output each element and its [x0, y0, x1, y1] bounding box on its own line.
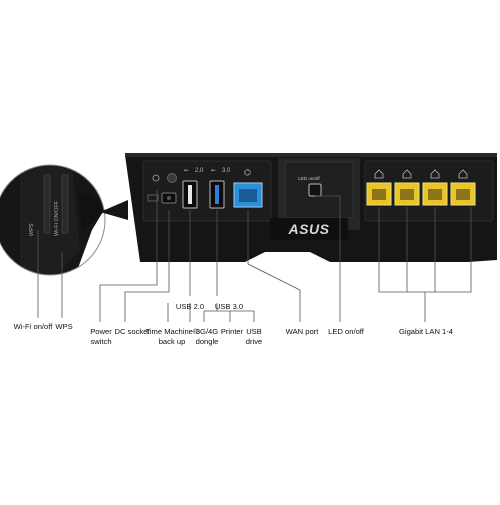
- power-icon: [152, 174, 160, 182]
- side-marking-wifi: Wi-Fi ON/OFF: [54, 200, 60, 236]
- dc-socket-label: DC socket: [114, 327, 150, 336]
- power-switch[interactable]: [167, 173, 177, 183]
- lan-port-2-opening: [400, 189, 414, 200]
- wps-label: WPS: [55, 322, 73, 331]
- wan-port-opening: [239, 189, 257, 202]
- time-machine-label-line1: Time Machine®: [145, 327, 199, 336]
- usb-drive-label-line2: drive: [245, 337, 263, 346]
- wps-button[interactable]: [61, 174, 69, 234]
- home-icon: [402, 169, 412, 179]
- lan-ports: [366, 182, 476, 206]
- led-panel-marking: LED on/off: [298, 176, 320, 181]
- home-icon: [430, 169, 440, 179]
- dc-label-mark: [147, 194, 159, 202]
- logo-plate: [270, 218, 348, 240]
- led-onoff-label: LED on/off: [328, 327, 364, 336]
- time-machine-label-line2: back up: [158, 337, 186, 346]
- lan-port-4-opening: [456, 189, 470, 200]
- side-marking-wps: WPS: [29, 223, 35, 236]
- dongle-label-line2: dongle: [195, 337, 219, 346]
- usb30-marking: 3.0: [222, 168, 231, 174]
- home-icon: [458, 169, 468, 179]
- wifi-onoff-label: Wi-Fi on/off: [13, 322, 53, 331]
- inset-pointer: [100, 200, 128, 220]
- power-switch-label-line1: Power: [90, 327, 112, 336]
- dc-socket-pin: [167, 196, 171, 200]
- side-zoom-inset: WPS Wi-Fi ON/OFF: [0, 164, 106, 276]
- usb30-group-label: USB 3.0: [214, 302, 244, 311]
- printer-label: Printer: [220, 327, 244, 336]
- led-onoff-button[interactable]: [308, 183, 322, 197]
- wan-port-label: WAN port: [285, 327, 319, 336]
- power-switch-label-line2: switch: [90, 337, 112, 346]
- wifi-onoff-button[interactable]: [43, 174, 51, 234]
- lan-home-icons: [374, 169, 468, 179]
- dongle-label-line1: 3G/4G: [195, 327, 219, 336]
- brand-logo: ASUS: [288, 221, 330, 237]
- lan-port-3-opening: [428, 189, 442, 200]
- lan-port-1-opening: [372, 189, 386, 200]
- wan-globe-icon: ⌬: [244, 168, 251, 177]
- usb20-marking: 2.0: [195, 168, 204, 174]
- home-icon: [374, 169, 384, 179]
- gigabit-lan-label: Gigabit LAN 1-4: [398, 327, 454, 336]
- usb20-icon: ⇜: [184, 167, 189, 174]
- leader-lines: [37, 190, 472, 322]
- usb30-port-tongue: [215, 185, 219, 204]
- usb-drive-label-line1: USB: [246, 327, 262, 336]
- usb20-port-tongue: [188, 185, 192, 204]
- usb20-group-label: USB 2.0: [175, 302, 205, 311]
- usb30-icon: ⇜: [211, 167, 216, 174]
- router-top-edge: [125, 153, 497, 157]
